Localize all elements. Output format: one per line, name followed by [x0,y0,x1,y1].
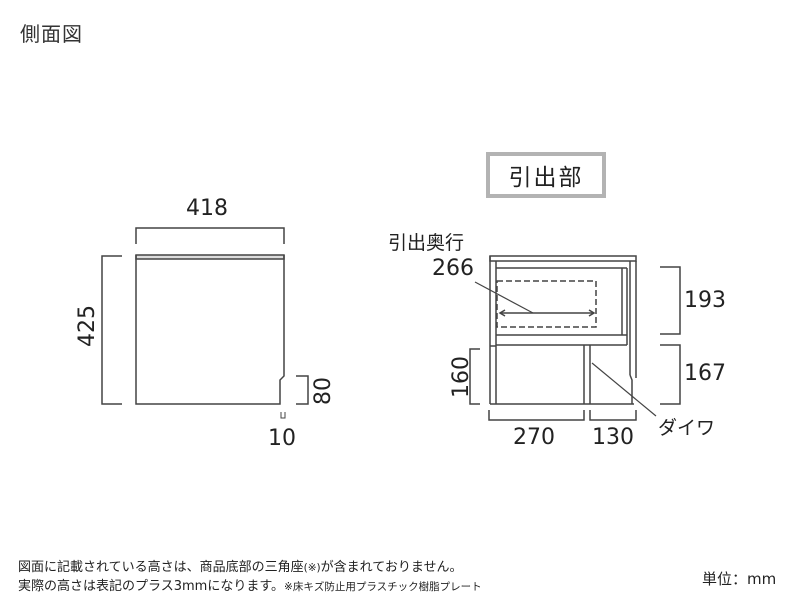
width-dimension-line [135,227,285,244]
base-inset-mark [280,412,286,419]
base-inset-label: 10 [268,426,296,451]
drawer-depth-caption: 引出奥行 [388,232,465,254]
caster-leader-line [591,362,657,417]
side-body-top [135,254,285,260]
drawer-depth-dashed-box [496,280,597,328]
upper-height-dimension-line [660,266,681,335]
lower-height-label: 167 [684,361,726,386]
unit-label: 単位：mm [702,570,777,588]
lower-height-dimension-line [660,344,681,405]
note-line-1: 図面に記載されている高さは、商品底部の三角座(※)が含まれておりません。 [18,560,463,575]
drawer-depth-value: 266 [432,256,474,281]
left-width-dimension-line [488,410,585,421]
note-line-2: 実際の高さは表記のプラス3mmになります。※床キズ防止用プラスチック樹脂プレート [18,579,482,594]
caster-label: ダイワ [658,417,716,439]
side-body-outline [135,255,285,405]
width-label: 418 [186,196,228,221]
left-width-label: 270 [513,425,555,450]
note-footnote: ※床キズ防止用プラスチック樹脂プレート [284,581,482,593]
inner-height-label: 160 [449,356,474,398]
right-width-label: 130 [592,425,634,450]
height-label: 425 [75,305,100,347]
drawer-top-rail [489,255,637,262]
base-height-dimension-line [296,375,309,405]
upper-height-label: 193 [684,288,726,313]
right-width-dimension-line [589,410,637,421]
note-mark: (※) [303,562,321,574]
height-dimension-line [101,255,122,405]
page-title: 側面図 [20,22,83,46]
base-height-label: 80 [311,377,336,405]
drawer-section-heading: 引出部 [486,152,606,198]
inner-height-dimension-line [469,348,480,405]
depth-leader-line [474,281,534,314]
